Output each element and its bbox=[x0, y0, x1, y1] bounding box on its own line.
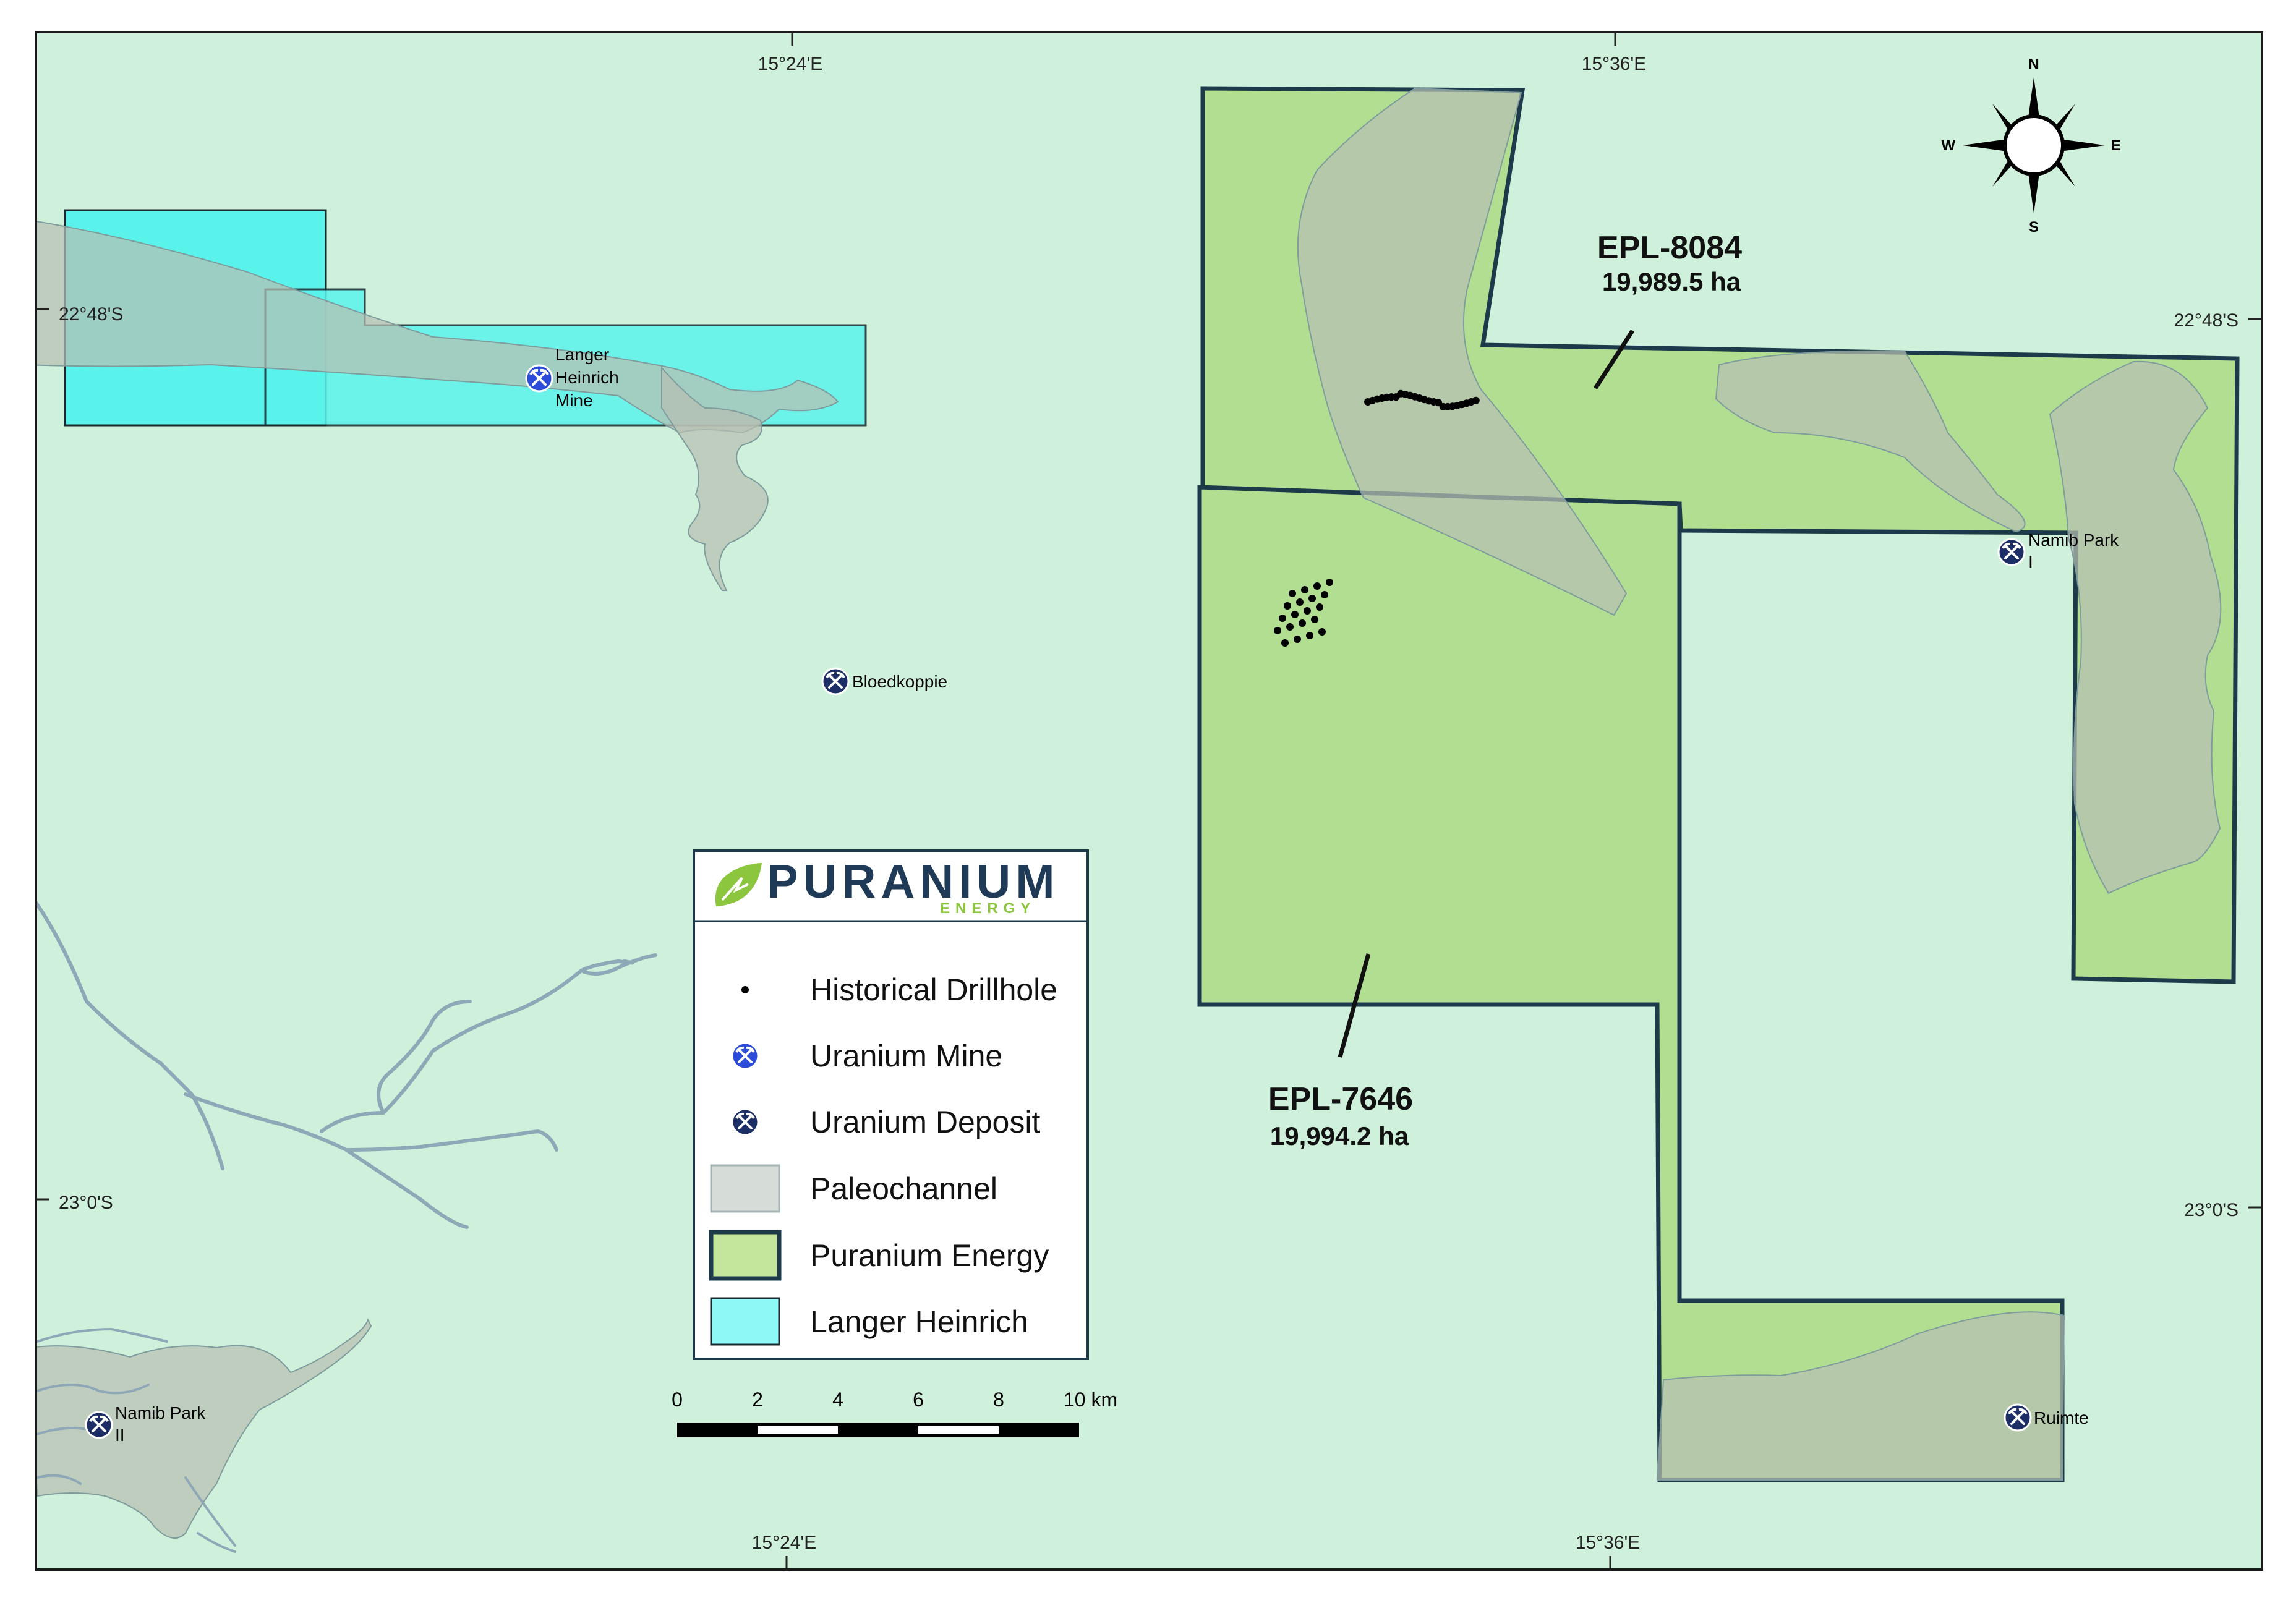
grid-label-bottom-left: 15°24'E bbox=[752, 1533, 816, 1553]
brand-sub: ENERGY bbox=[940, 900, 1036, 917]
legend-label-langer-heinrich: Langer Heinrich bbox=[810, 1304, 1028, 1339]
drillhole-dot bbox=[1316, 603, 1323, 611]
drillhole-dot bbox=[1306, 632, 1313, 639]
compass-east: E bbox=[2111, 137, 2121, 154]
epl-7646-name: EPL-7646 bbox=[1268, 1081, 1413, 1117]
mine-icon bbox=[731, 1042, 759, 1070]
grid-label-top-left: 15°24'E bbox=[758, 54, 822, 74]
compass-rose: N S W E bbox=[1941, 56, 2121, 236]
dot-icon bbox=[741, 986, 749, 993]
legend-label-uranium-mine: Uranium Mine bbox=[810, 1039, 1002, 1073]
scale-label-2: 2 bbox=[752, 1388, 763, 1411]
drillhole-dot bbox=[1318, 628, 1326, 636]
drillhole-dot bbox=[1321, 591, 1328, 598]
grey-swatch bbox=[710, 1164, 780, 1213]
drainage-lines bbox=[36, 901, 657, 1553]
scale-label-0: 0 bbox=[672, 1388, 683, 1411]
epl-7646-leader bbox=[1338, 953, 1371, 1058]
paleochannels bbox=[36, 87, 2222, 1539]
uranium-deposit-marker-namib-park-i bbox=[1997, 538, 2026, 566]
drillhole-dot bbox=[1289, 590, 1296, 597]
label-namib-park-ii-line2: II bbox=[115, 1426, 125, 1445]
uranium-deposit-marker-ruimte bbox=[2004, 1403, 2032, 1432]
map-frame bbox=[35, 31, 2263, 1571]
uranium-mine-marker-langer bbox=[525, 364, 553, 393]
legend-label-historical-drillhole: Historical Drillhole bbox=[810, 972, 1057, 1007]
grid-label-bottom-right: 15°36'E bbox=[1576, 1533, 1640, 1553]
drillhole-dot bbox=[1304, 607, 1311, 615]
drillhole-dot bbox=[1279, 615, 1286, 622]
drillhole-dot bbox=[1313, 582, 1321, 590]
drillhole-dot bbox=[1286, 623, 1294, 631]
label-langer-line1: Langer bbox=[555, 345, 609, 364]
grid-ticks bbox=[36, 32, 2262, 1570]
grid-label-right-upper: 22°48'S bbox=[2174, 310, 2238, 331]
legend-label-puranium-energy: Puranium Energy bbox=[810, 1238, 1049, 1273]
drillhole-dot bbox=[1308, 595, 1316, 602]
drillhole-dot bbox=[1296, 598, 1304, 606]
scale-label-4: 4 bbox=[832, 1388, 843, 1411]
label-bloedkoppie: Bloedkoppie bbox=[852, 672, 947, 691]
brand-name: PURANIUM bbox=[767, 856, 1060, 908]
epl-7646-area: 19,994.2 ha bbox=[1270, 1121, 1409, 1150]
uranium-deposit-marker-namib-park-ii bbox=[85, 1411, 113, 1439]
historical-drillholes bbox=[1274, 389, 1480, 647]
drillhole-dot bbox=[1284, 602, 1291, 610]
scale-label-10km: 10 km bbox=[1064, 1388, 1117, 1411]
epl-8084-leader bbox=[1594, 330, 1634, 389]
scale-bar: 0 2 4 6 8 10 km bbox=[672, 1388, 1117, 1437]
label-namib-park-i-line2: I bbox=[2028, 552, 2033, 571]
drillhole-dot bbox=[1294, 636, 1301, 643]
grid-label-left-lower: 23°0'S bbox=[59, 1193, 113, 1213]
cyan-swatch bbox=[710, 1297, 780, 1346]
green-swatch bbox=[709, 1230, 782, 1281]
drillhole-dot bbox=[1472, 396, 1480, 404]
legend: PURANIUM ENERGY Historical Drillhole Ura… bbox=[693, 849, 1089, 1360]
scale-label-8: 8 bbox=[993, 1388, 1004, 1411]
uranium-deposit-marker-bloedkoppie bbox=[821, 667, 850, 695]
legend-label-uranium-deposit: Uranium Deposit bbox=[810, 1105, 1040, 1139]
scale-label-6: 6 bbox=[913, 1388, 924, 1411]
legend-label-paleochannel: Paleochannel bbox=[810, 1172, 997, 1206]
grid-label-left-upper: 22°48'S bbox=[59, 304, 123, 325]
compass-west: W bbox=[1941, 137, 1955, 154]
grid-label-right-lower: 23°0'S bbox=[2184, 1200, 2238, 1220]
epl-8084-area: 19,989.5 ha bbox=[1602, 267, 1741, 296]
deposit-icon bbox=[731, 1108, 759, 1136]
label-ruimte: Ruimte bbox=[2034, 1408, 2089, 1427]
drillhole-dot bbox=[1291, 611, 1299, 618]
drillhole-dot bbox=[1326, 579, 1333, 586]
label-langer-line3: Mine bbox=[555, 391, 593, 410]
compass-north: N bbox=[2028, 56, 2039, 73]
drillhole-dot bbox=[1311, 616, 1318, 623]
grid-label-top-right: 15°36'E bbox=[1582, 54, 1646, 74]
compass-south: S bbox=[2029, 219, 2039, 236]
drillhole-dot bbox=[1301, 586, 1308, 593]
drillhole-dot bbox=[1299, 619, 1306, 627]
label-namib-park-i-line1: Namib Park bbox=[2028, 530, 2119, 550]
puranium-logo: PURANIUM ENERGY bbox=[715, 856, 1060, 917]
drillhole-dot bbox=[1281, 639, 1289, 647]
epl-8084-name: EPL-8084 bbox=[1597, 230, 1742, 266]
drillhole-dot bbox=[1274, 627, 1281, 634]
label-langer-line2: Heinrich bbox=[555, 368, 619, 387]
label-namib-park-ii-line1: Namib Park bbox=[115, 1403, 206, 1423]
